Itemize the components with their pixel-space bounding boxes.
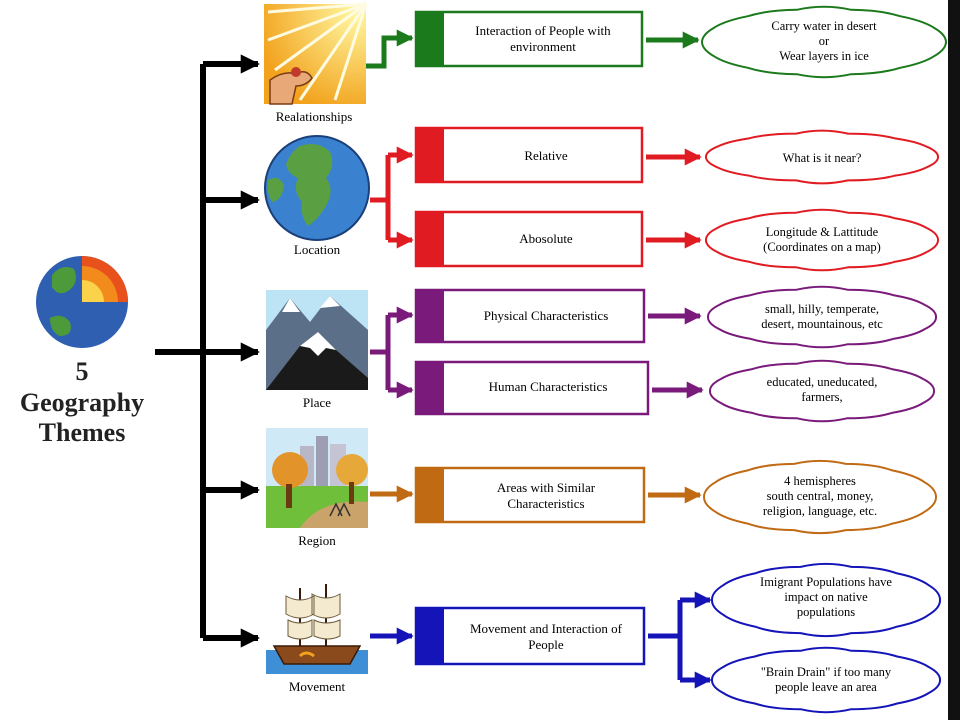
arrow-place-split [370, 306, 414, 399]
cloud-near-text: What is it near? [783, 151, 862, 165]
cloud-region-line2: south central, money, [767, 489, 874, 503]
box-absolute-label: Abosolute [519, 231, 573, 246]
cloud-physical-line1: small, hilly, temperate, [765, 302, 879, 316]
box-human-label: Human Characteristics [489, 379, 608, 394]
box-physical-characteristics: Physical Characteristics [414, 288, 646, 344]
cloud-water-desert: Carry water in desert or Wear layers in … [700, 5, 948, 79]
cloud-brain-drain-line1: "Brain Drain" if too many [761, 665, 892, 679]
title-line-themes: Themes [39, 418, 126, 447]
cloud-brain-drain-line2: people leave an area [775, 680, 877, 694]
cloud-longlat-line1: Longitude & Lattitude [766, 225, 879, 239]
theme-label-place: Place [303, 395, 331, 410]
cloud-brain-drain: "Brain Drain" if too many people leave a… [711, 646, 941, 714]
title-line-geography: Geography [20, 388, 144, 417]
cloud-immigrant-line1: Imigrant Populations have [760, 575, 892, 589]
box-region-line2: Characteristics [507, 496, 584, 511]
box-relative: Relative [414, 126, 644, 184]
arrow-movement-split [648, 591, 712, 689]
cloud-physical: small, hilly, temperate, desert, mountai… [707, 285, 937, 349]
page-edge-bar [948, 0, 960, 720]
box-absolute: Abosolute [414, 210, 644, 268]
box-relative-label: Relative [524, 148, 568, 163]
earth-cutaway-icon [36, 256, 128, 348]
cloud-human-line2: farmers, [801, 390, 842, 404]
mountain-icon [266, 290, 368, 390]
sun-hand-icon [264, 2, 368, 105]
sailing-ship-icon [266, 580, 368, 674]
cloud-region: 4 hemispheres south central, money, reli… [702, 459, 938, 535]
cloud-longitude-latitude: Longitude & Lattitude (Coordinates on a … [705, 208, 939, 272]
theme-label-movement: Movement [289, 679, 346, 694]
cloud-region-line3: religion, language, etc. [763, 504, 877, 518]
theme-label-relationships: Realationships [276, 109, 353, 124]
theme-label-region: Region [298, 533, 336, 548]
trunk-connector [155, 54, 260, 648]
cloud-physical-line2: desert, mountainous, etc [761, 317, 883, 331]
cloud-region-line1: 4 hemispheres [784, 474, 856, 488]
box-similar-characteristics: Areas with Similar Characteristics [414, 466, 646, 524]
cloud-immigrant-populations: Imigrant Populations have impact on nati… [711, 562, 941, 638]
city-park-icon [266, 428, 368, 528]
cloud-immigrant-line2: impact on native [784, 590, 868, 604]
cloud-water-line3: Wear layers in ice [779, 49, 869, 63]
title-number: 5 [76, 357, 89, 386]
box-physical-label: Physical Characteristics [484, 308, 609, 323]
box-interaction-line2: environment [510, 39, 576, 54]
box-region-line1: Areas with Similar [497, 480, 596, 495]
box-movement-line2: People [528, 637, 564, 652]
cloud-longlat-line2: (Coordinates on a map) [763, 240, 881, 254]
box-interaction-environment: Interaction of People with environment [414, 10, 644, 68]
cloud-water-line2: or [819, 34, 830, 48]
box-movement-interaction: Movement and Interaction of People [414, 606, 646, 666]
theme-label-location: Location [294, 242, 341, 257]
box-interaction-line1: Interaction of People with [475, 23, 611, 38]
cloud-human: educated, uneducated, farmers, [709, 359, 935, 423]
cloud-what-is-it-near: What is it near? [705, 129, 939, 185]
cloud-immigrant-line3: populations [797, 605, 855, 619]
cloud-human-line1: educated, uneducated, [767, 375, 878, 389]
arrow-relationships-box [366, 29, 414, 69]
globe-icon [264, 135, 370, 241]
arrow-location-split [370, 146, 414, 249]
cloud-water-line1: Carry water in desert [771, 19, 877, 33]
box-human-characteristics: Human Characteristics [414, 360, 650, 416]
box-movement-line1: Movement and Interaction of [470, 621, 623, 636]
